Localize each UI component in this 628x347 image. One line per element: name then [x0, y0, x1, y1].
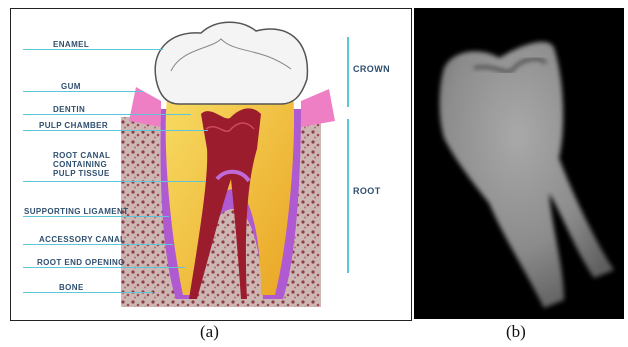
root-bracket	[347, 119, 349, 273]
gum-leader	[23, 91, 143, 92]
label-root: ROOT	[353, 187, 381, 196]
crown-bracket	[347, 37, 349, 107]
label-accessory-canal: ACCESSORY CANAL	[39, 235, 125, 244]
root-end-opening-leader	[23, 267, 185, 268]
label-gum: GUM	[61, 82, 81, 91]
label-bone: BONE	[59, 283, 84, 292]
tooth-diagram-panel: ENAMEL GUM DENTIN PULP CHAMBER ROOT CANA…	[10, 8, 412, 321]
dentin-leader	[23, 114, 191, 115]
label-crown: CROWN	[353, 65, 390, 74]
enamel-cap	[155, 22, 307, 104]
label-root-end-opening: ROOT END OPENING	[37, 258, 125, 267]
label-supporting-ligament: SUPPORTING LIGAMENT	[24, 207, 129, 216]
enamel-leader	[23, 49, 163, 50]
label-enamel: ENAMEL	[53, 40, 89, 49]
root-canal-leader	[23, 181, 205, 182]
label-dentin: DENTIN	[53, 105, 85, 114]
caption-b: (b)	[506, 322, 526, 342]
gum-region	[129, 87, 161, 127]
label-pulp-chamber: PULP CHAMBER	[39, 121, 108, 130]
pulp-chamber-leader	[23, 130, 208, 131]
supporting-ligament-leader	[23, 216, 169, 217]
tooth-grayscale-render	[414, 8, 624, 319]
label-root-canal: ROOT CANAL CONTAINING PULP TISSUE	[53, 151, 110, 178]
bone-leader	[23, 292, 153, 293]
caption-a: (a)	[200, 322, 219, 342]
tooth-render-panel	[414, 8, 624, 319]
tooth-silhouette	[440, 42, 615, 308]
accessory-canal-leader	[23, 244, 173, 245]
